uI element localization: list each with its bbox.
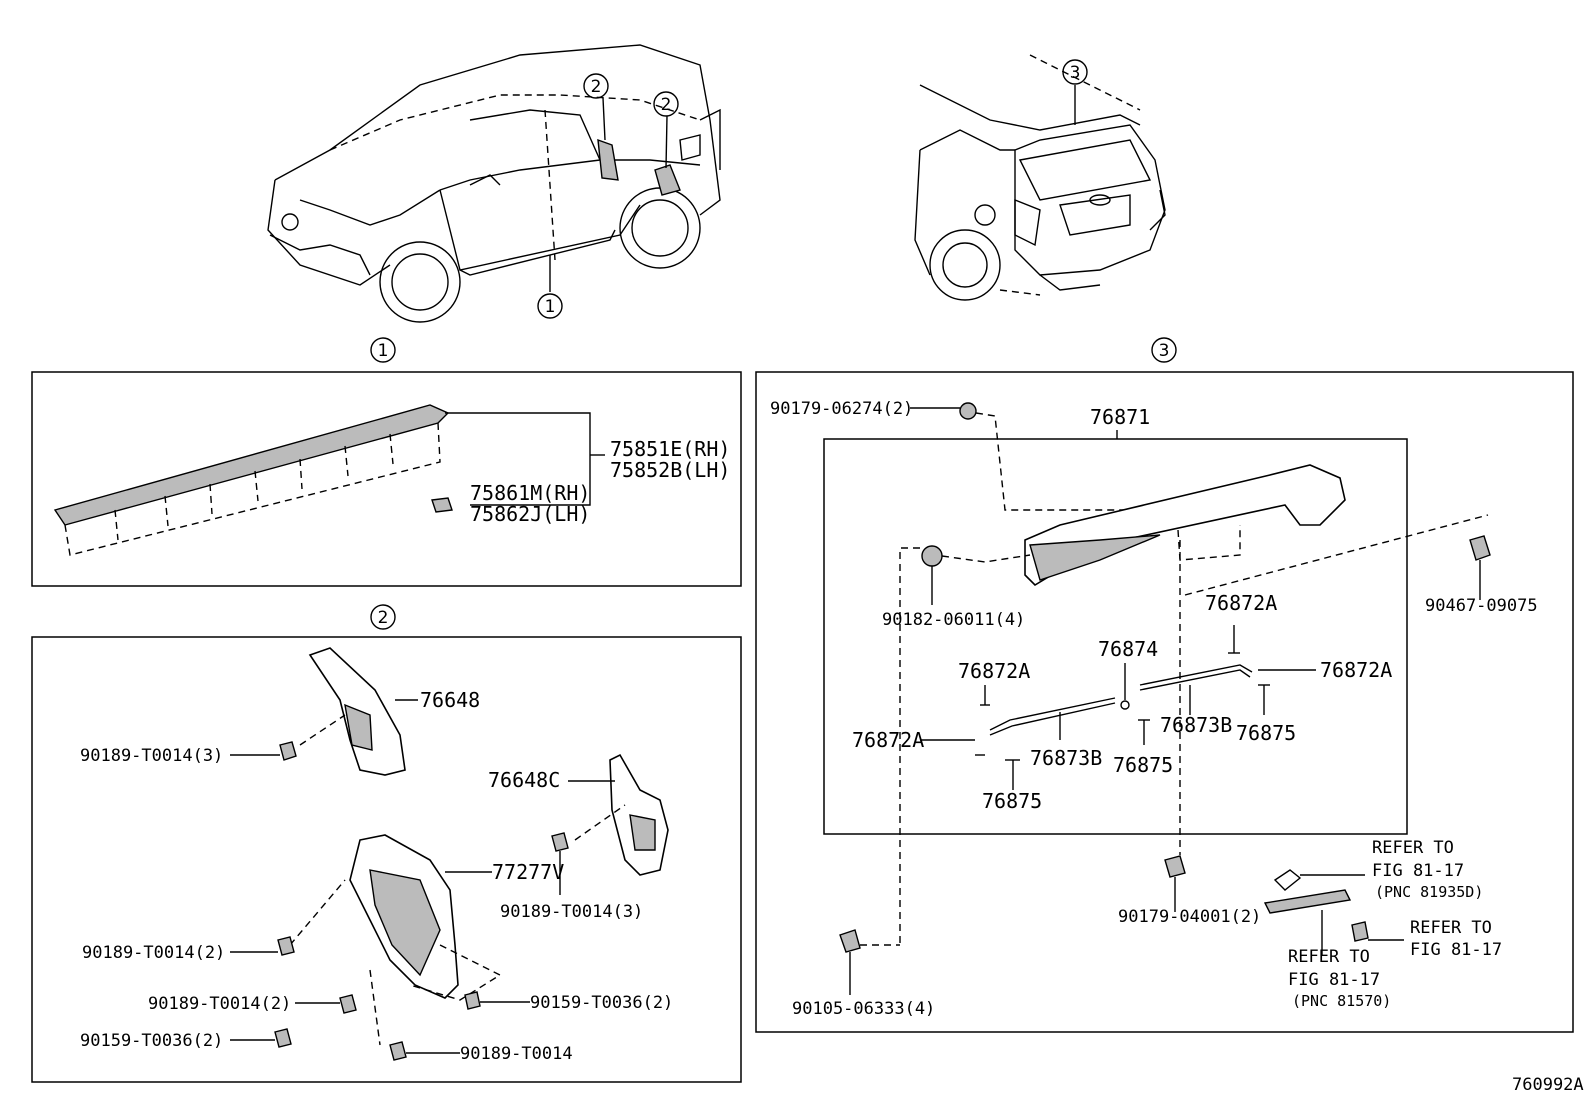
spoiler-subassembly-frame — [823, 438, 1408, 835]
clip-90189-b — [551, 832, 569, 852]
part-label-76648: 76648 — [420, 688, 480, 712]
screw-90159-a — [464, 991, 481, 1010]
panel-1: 1 75851E(RH) 75852B(LH) 75861M(RH) 75862… — [31, 337, 742, 587]
mudguard-76648c — [609, 753, 669, 876]
part-label-90189-t0014-3a: 90189-T0014(3) — [80, 746, 223, 766]
part-label-76874: 76874 — [1098, 637, 1158, 661]
ref-1-line-1: REFER TO — [1372, 838, 1454, 858]
part-label-76875-bottom: 76875 — [982, 789, 1042, 813]
panel-3: 3 — [755, 337, 1574, 1033]
clip-90189-d — [339, 994, 357, 1014]
panel-3-callout: 3 — [1159, 341, 1170, 361]
figure-code: 760992A — [1512, 1075, 1584, 1095]
lamp-bulb — [1351, 921, 1369, 942]
ref-3-line-3: (PNC 81570) — [1292, 992, 1391, 1010]
screw-90159-b — [274, 1028, 292, 1048]
vehicle-rear-view: 3 — [914, 54, 1166, 301]
panel-3-frame — [755, 371, 1574, 1033]
vehicle-front-view: 2 2 1 — [267, 44, 721, 323]
part-label-90467-09075: 90467-09075 — [1425, 596, 1538, 616]
callout-3-vehicle: 3 — [1070, 63, 1081, 83]
moulding-clip — [431, 497, 453, 513]
clip-90179-06274 — [959, 402, 977, 420]
part-label-90182-06011: 90182-06011(4) — [882, 610, 1025, 630]
screw-90105-06333 — [839, 929, 861, 953]
part-label-76875-mid: 76875 — [1113, 753, 1173, 777]
part-label-76871: 76871 — [1090, 405, 1150, 429]
part-label-75852b: 75852B(LH) — [610, 458, 730, 482]
part-label-76872a-right: 76872A — [1320, 658, 1392, 682]
ref-2-line-1: REFER TO — [1410, 918, 1492, 938]
ref-3-line-1: REFER TO — [1288, 947, 1370, 967]
panel-2-callout: 2 — [378, 608, 389, 628]
panel-1-frame — [31, 371, 742, 587]
panel-2-frame — [31, 636, 742, 1083]
rocker-panel-moulding — [53, 404, 450, 526]
ref-3-line-2: FIG 81-17 — [1288, 970, 1380, 990]
part-label-90159-t0036-2b: 90159-T0036(2) — [80, 1031, 223, 1051]
ref-1-line-2: FIG 81-17 — [1372, 861, 1464, 881]
part-label-76875-right: 76875 — [1236, 721, 1296, 745]
part-label-90189-t0014: 90189-T0014 — [460, 1044, 573, 1064]
callout-2a: 2 — [591, 77, 602, 97]
wire-connector — [1273, 869, 1302, 891]
part-label-76872a-left: 76872A — [852, 728, 924, 752]
part-label-75861m: 75861M(RH) — [470, 481, 590, 505]
part-label-76872a-mid: 76872A — [958, 659, 1030, 683]
part-label-76872a-top: 76872A — [1205, 591, 1277, 615]
clip-90182-06011 — [921, 545, 943, 567]
part-label-75851e: 75851E(RH) — [610, 437, 730, 461]
part-label-90189-t0014-2b: 90189-T0014(2) — [148, 994, 291, 1014]
strip-76873b-left — [989, 697, 1116, 731]
callout-2b: 2 — [661, 95, 672, 115]
part-label-75862j: 75862J(LH) — [470, 502, 590, 526]
part-label-90179-04001: 90179-04001(2) — [1118, 907, 1261, 927]
part-label-90179-06274: 90179-06274(2) — [770, 399, 913, 419]
strip-76873b-right — [1139, 664, 1253, 686]
part-label-77277v: 77277V — [492, 860, 564, 884]
panel-2: 2 76648 90189-T0014(3) 76648C 77277 — [31, 604, 742, 1083]
clip-90189-e — [389, 1041, 407, 1061]
part-label-90105-06333: 90105-06333(4) — [792, 999, 935, 1019]
ref-1-line-3: (PNC 81935D) — [1375, 883, 1483, 901]
part-label-76873b-right: 76873B — [1160, 713, 1232, 737]
clip-90179-04001 — [1164, 855, 1186, 878]
ref-2-line-2: FIG 81-17 — [1410, 940, 1502, 960]
part-label-90189-t0014-2a: 90189-T0014(2) — [82, 943, 225, 963]
part-label-76873b-left: 76873B — [1030, 746, 1102, 770]
spoiler-76871 — [1024, 464, 1346, 587]
part-label-90159-t0036-2a: 90159-T0036(2) — [530, 993, 673, 1013]
clip-90189-c — [277, 936, 295, 956]
part-label-90189-t0014-3b: 90189-T0014(3) — [500, 902, 643, 922]
clip-76874 — [1120, 700, 1130, 710]
part-label-76648c: 76648C — [488, 768, 560, 792]
clip-90189-a — [279, 741, 297, 761]
stop-lamp — [1263, 889, 1352, 914]
callout-1-vehicle: 1 — [545, 297, 556, 317]
clip-90467-09075 — [1469, 535, 1491, 561]
panel-1-callout: 1 — [378, 341, 389, 361]
